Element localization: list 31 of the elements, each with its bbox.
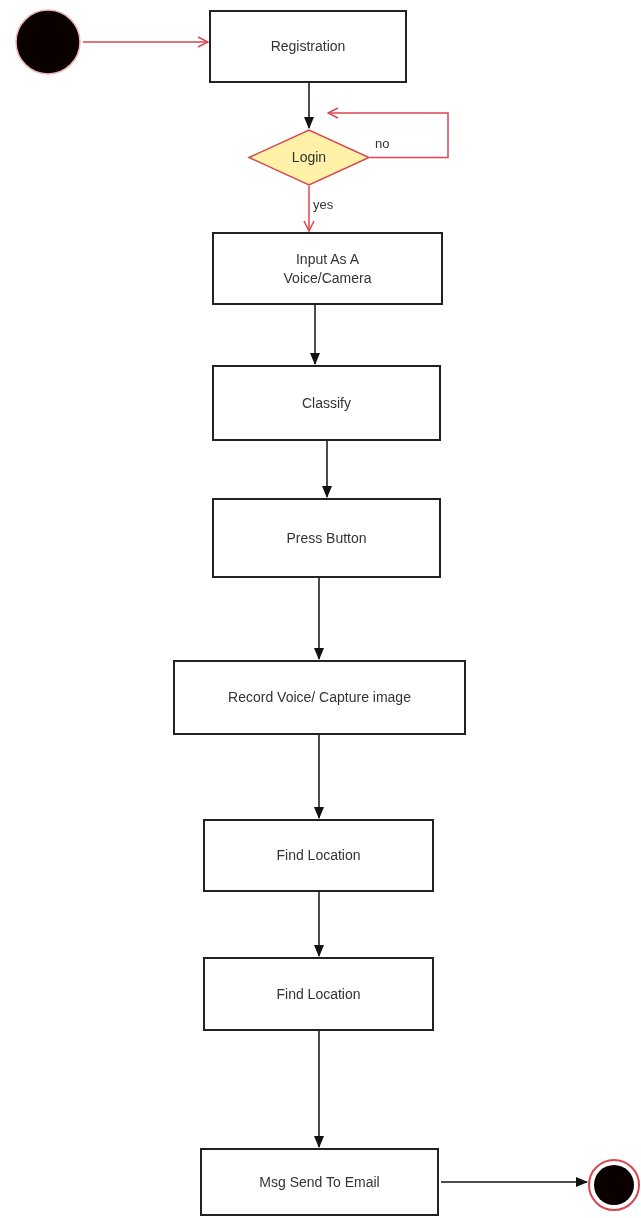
- process-box: [212, 232, 443, 305]
- arrow: [327, 107, 449, 159]
- process-box: [203, 819, 434, 892]
- node-label: Login: [290, 148, 328, 167]
- process-box: [200, 1148, 439, 1216]
- process-box: [209, 10, 407, 83]
- process-box: [173, 660, 466, 735]
- process-box: [212, 365, 441, 441]
- start-node: [15, 9, 81, 75]
- arrow: [314, 1030, 324, 1148]
- arrow: [314, 891, 324, 957]
- process-box: [212, 498, 441, 578]
- arrow: [304, 82, 314, 129]
- arrow: [303, 185, 315, 232]
- arrow: [314, 734, 324, 819]
- arrow: [310, 304, 320, 365]
- node-label: Input As A Voice/Camera: [282, 250, 373, 287]
- node-label: Registration: [269, 37, 347, 56]
- arrow: [314, 577, 324, 660]
- arrow: [322, 440, 332, 498]
- node-label: Press Button: [285, 528, 368, 548]
- node-label: Record Voice/ Capture image: [227, 688, 412, 707]
- node-label: Find Location: [275, 846, 362, 865]
- node-label: Msg Send To Email: [258, 1172, 381, 1192]
- arrow: [82, 36, 209, 48]
- arrow: [440, 1177, 588, 1187]
- node-label: Find Location: [275, 984, 362, 1004]
- node-label: Classify: [301, 393, 352, 413]
- process-box: [203, 957, 434, 1031]
- end-node: [588, 1159, 640, 1211]
- decision-diamond: [248, 129, 370, 186]
